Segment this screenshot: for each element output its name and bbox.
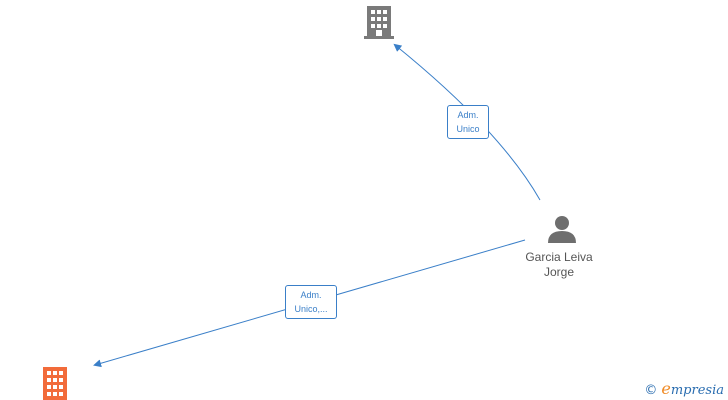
edge-label-to-top-company[interactable]: Adm. Unico xyxy=(447,105,489,139)
edge-label-to-bottom-company[interactable]: Adm. Unico,... xyxy=(285,285,337,319)
brand-initial: e xyxy=(661,379,671,398)
copyright-symbol: © xyxy=(644,383,658,398)
brand-name: mpresia xyxy=(670,383,724,398)
person-icon[interactable] xyxy=(548,216,576,243)
building-icon[interactable] xyxy=(364,6,394,39)
building-icon[interactable] xyxy=(43,367,67,400)
person-name-label[interactable]: Garcia Leiva Jorge xyxy=(525,250,593,279)
empresia-watermark: ©empresia xyxy=(644,379,724,398)
